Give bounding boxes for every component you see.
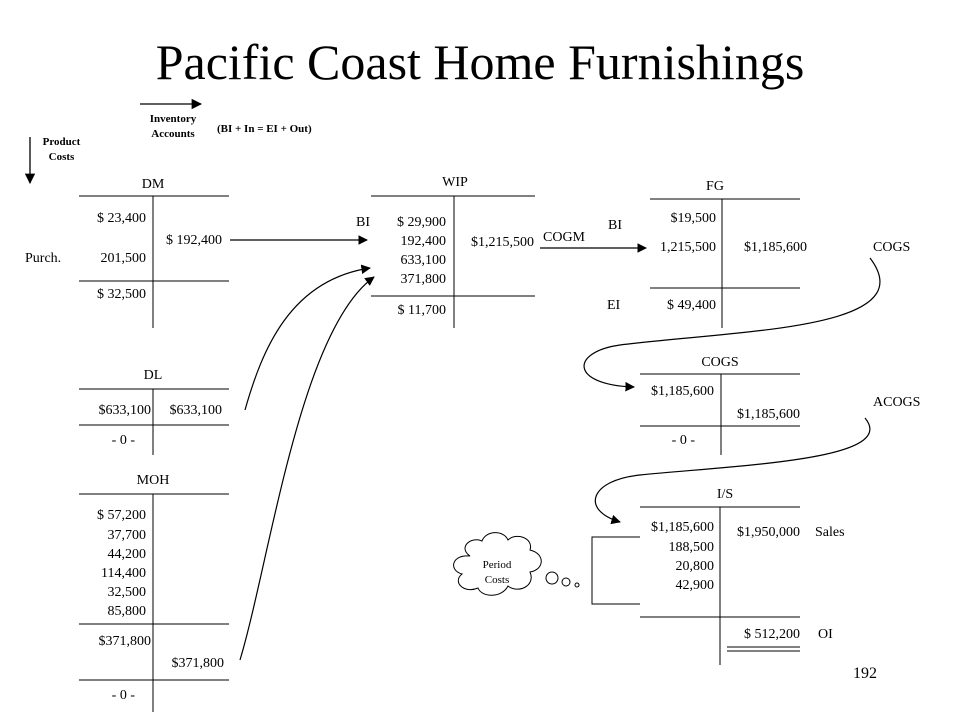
is-debit-2: 188,500 <box>668 540 715 555</box>
dm-beginning-balance: $ 23,400 <box>97 211 146 226</box>
cogs-debit: $1,185,600 <box>651 384 714 399</box>
moh-debit-2: 37,700 <box>107 528 147 543</box>
moh-debit-6: 85,800 <box>107 604 147 619</box>
fg-to-cogs-arrow <box>583 257 881 392</box>
dl-to-wip-arrow <box>244 264 371 411</box>
moh-debit-3: 44,200 <box>107 547 147 562</box>
dm-account-name: DM <box>141 177 165 192</box>
is-debit-4: 42,900 <box>675 578 715 593</box>
moh-to-wip-arrow <box>239 276 375 661</box>
moh-total: $371,800 <box>98 634 152 649</box>
moh-t-account-lines <box>79 493 229 712</box>
acogs-label: ACOGS <box>873 395 921 410</box>
wip-t-account-lines <box>371 195 535 328</box>
wip-credit: $1,215,500 <box>471 235 534 250</box>
is-sales-label: Sales <box>815 525 845 540</box>
is-account-name: I/S <box>716 487 734 502</box>
period-costs-bracket <box>591 536 640 605</box>
period-costs-cloud-icon <box>453 532 580 596</box>
page-number: 192 <box>853 665 877 682</box>
moh-credit: $371,800 <box>171 656 225 671</box>
dm-t-account-lines <box>79 195 229 328</box>
period-costs-label-line1: Period <box>482 559 512 571</box>
wip-ending-balance: $ 11,700 <box>397 303 446 318</box>
fg-cogs-label: COGS <box>873 240 911 255</box>
wip-debit-1: $ 29,900 <box>397 215 446 230</box>
dl-t-account-lines <box>79 388 229 455</box>
is-oi-label: OI <box>818 627 833 642</box>
wip-debit-3: 633,100 <box>400 253 447 268</box>
dl-debit: $633,100 <box>98 403 152 418</box>
wip-debit-2: 192,400 <box>400 234 447 249</box>
inventory-accounts-label-line1: Inventory <box>149 113 197 125</box>
is-operating-income: $ 512,200 <box>744 627 800 642</box>
cogm-label: COGM <box>543 230 586 245</box>
is-t-account-lines <box>640 506 800 665</box>
moh-debit-1: $ 57,200 <box>97 508 146 523</box>
product-costs-label-line1: Product <box>42 136 81 148</box>
fg-account-name: FG <box>706 179 724 194</box>
period-costs-label-line2: Costs <box>484 574 510 586</box>
moh-account-name: MOH <box>136 473 170 488</box>
dl-balance: - 0 - <box>111 433 135 448</box>
fg-credit: $1,185,600 <box>744 240 807 255</box>
page-title: Pacific Coast Home Furnishings <box>155 34 805 90</box>
fg-t-account-lines <box>650 198 800 328</box>
fg-ei-label: EI <box>607 298 621 313</box>
fg-ending-balance: $ 49,400 <box>667 298 716 313</box>
inventory-formula: (BI + In = EI + Out) <box>217 123 312 135</box>
moh-debit-5: 32,500 <box>107 585 147 600</box>
fg-cost-of-goods-manufactured: 1,215,500 <box>660 240 716 255</box>
is-sales: $1,950,000 <box>737 525 800 540</box>
cogs-account-name: COGS <box>701 355 739 370</box>
dl-account-name: DL <box>143 368 163 383</box>
cogs-balance: - 0 - <box>671 433 695 448</box>
product-costs-label-line2: Costs <box>48 151 75 163</box>
dl-credit: $633,100 <box>169 403 223 418</box>
wip-account-name: WIP <box>442 175 468 190</box>
wip-bi-label: BI <box>356 215 370 230</box>
inventory-accounts-label-line2: Accounts <box>151 128 195 140</box>
fg-bi-label: BI <box>608 218 622 233</box>
dm-purchases-label: Purch. <box>25 251 62 266</box>
moh-debit-4: 114,400 <box>101 566 146 581</box>
dm-credit: $ 192,400 <box>166 233 222 248</box>
cogs-credit: $1,185,600 <box>737 407 800 422</box>
dm-purchases: 201,500 <box>100 251 147 266</box>
fg-beginning-balance: $19,500 <box>670 211 717 226</box>
cogs-to-is-arrow <box>594 417 871 525</box>
wip-debit-4: 371,800 <box>400 272 447 287</box>
dm-ending-balance: $ 32,500 <box>97 287 146 302</box>
is-debit-3: 20,800 <box>675 559 715 574</box>
moh-balance: - 0 - <box>111 688 135 703</box>
cogs-t-account-lines <box>640 373 800 455</box>
is-debit-1: $1,185,600 <box>651 520 714 535</box>
